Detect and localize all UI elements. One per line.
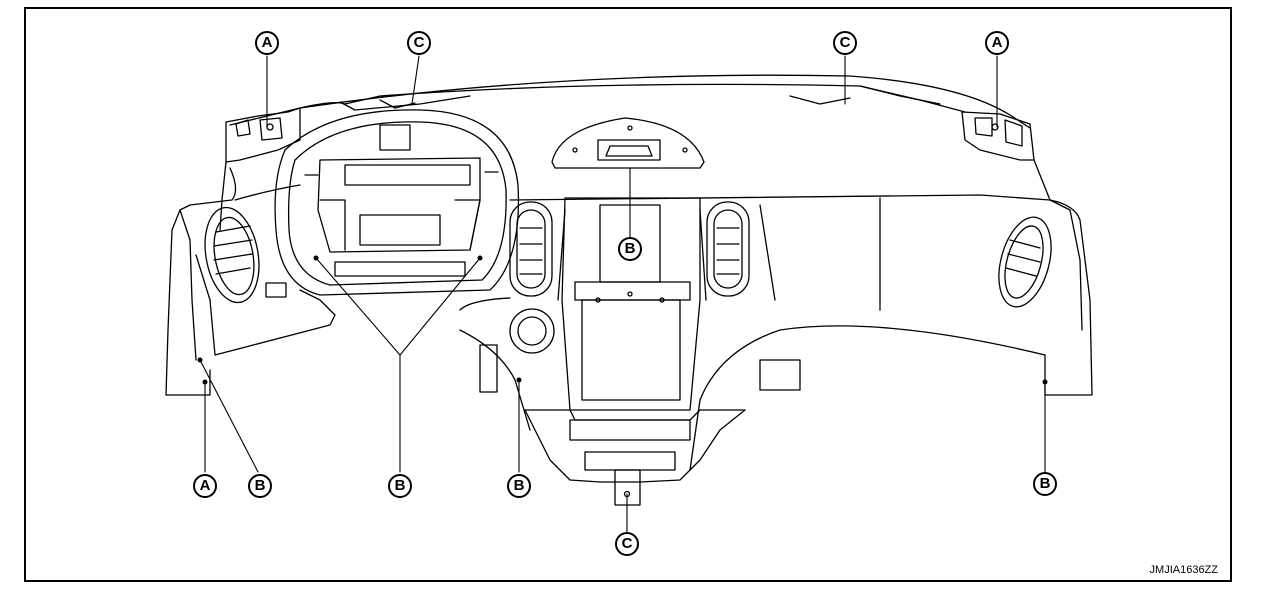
leader-end-dots xyxy=(197,255,1048,385)
callout-a-top-right: A xyxy=(985,31,1009,55)
diagram-frame xyxy=(24,7,1232,582)
round-switch xyxy=(509,308,555,354)
callout-b-right: B xyxy=(1033,472,1057,496)
lower-console xyxy=(479,344,801,506)
callout-leader-lines xyxy=(199,55,1046,533)
callout-b-center: B xyxy=(618,237,642,261)
callout-b-meter: B xyxy=(388,474,412,498)
callout-c-top-left: C xyxy=(407,31,431,55)
callout-c-bottom: C xyxy=(615,532,639,556)
panel-outline xyxy=(165,167,1093,471)
callout-b-bottom-left: B xyxy=(248,474,272,498)
callout-a-bottom-left: A xyxy=(193,474,217,498)
panel-top-edge xyxy=(229,74,1031,129)
center-vents xyxy=(509,201,750,297)
callout-b-console: B xyxy=(507,474,531,498)
left-side-vent xyxy=(204,206,287,304)
callout-a-top-left: A xyxy=(255,31,279,55)
callout-c-top-right: C xyxy=(833,31,857,55)
figure-code: JMJIA1636ZZ xyxy=(1149,564,1218,576)
center-stack xyxy=(557,197,707,411)
meter-cluster-opening xyxy=(274,109,520,296)
right-side-vent xyxy=(998,216,1052,308)
dash-panel-seams xyxy=(459,197,881,311)
center-display-housing xyxy=(551,117,705,169)
